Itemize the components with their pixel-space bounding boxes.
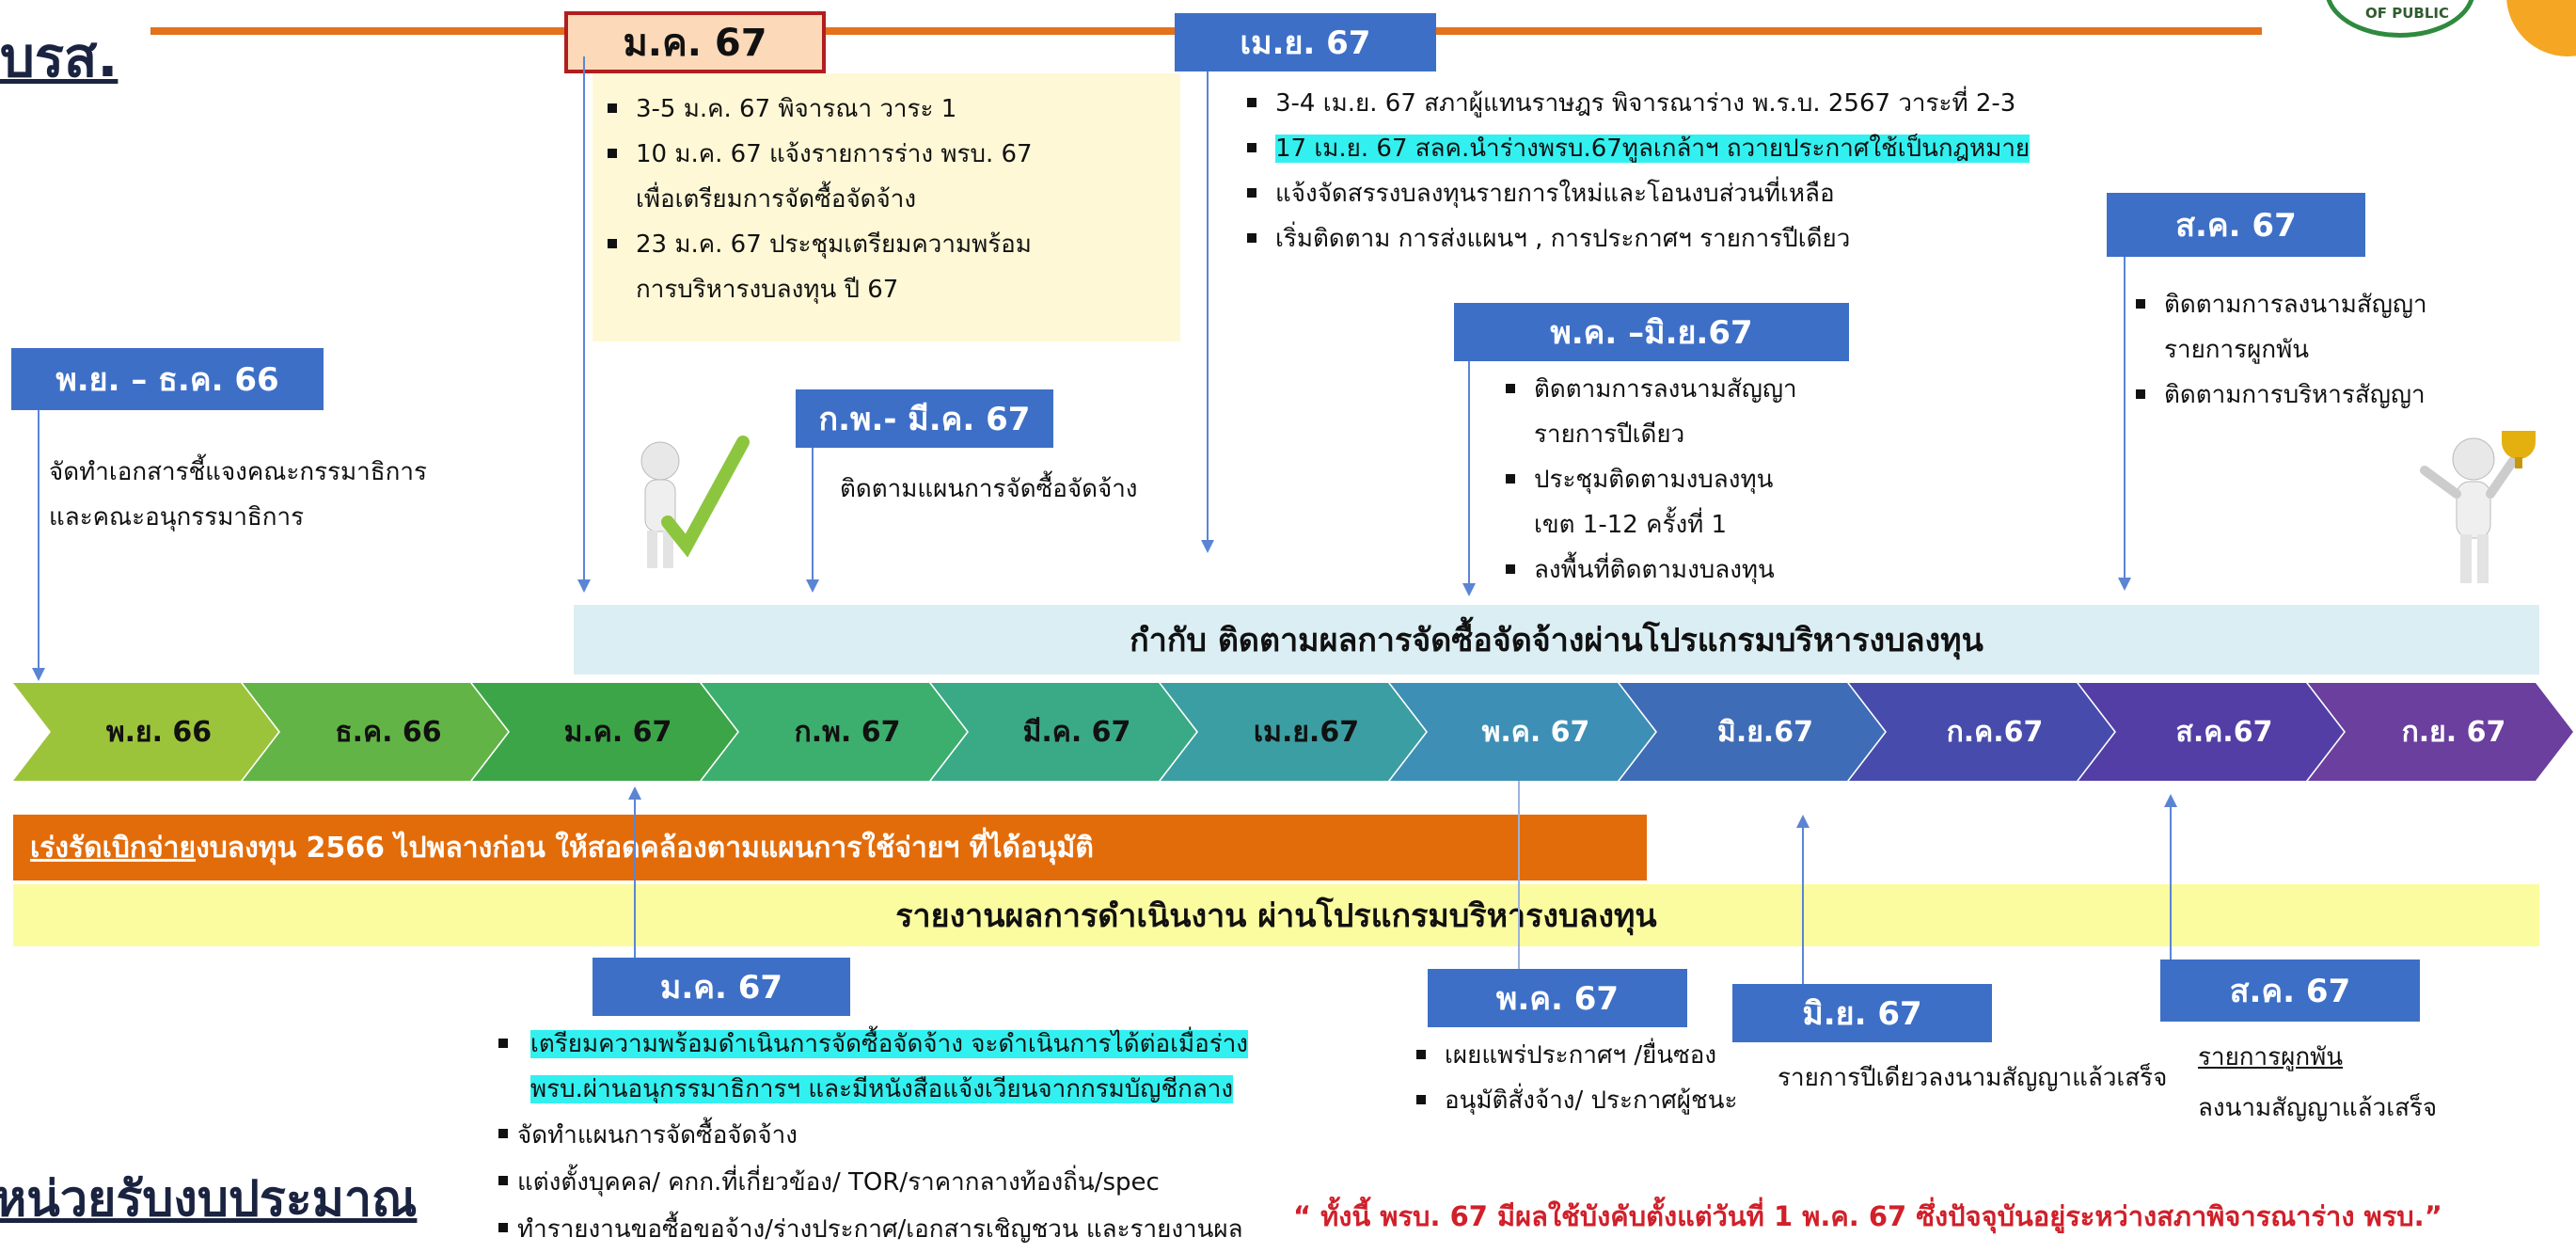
- timeline-month: มิ.ย.67: [1620, 683, 1885, 781]
- list-item-continuation: รายการผูกพัน: [2164, 336, 2309, 364]
- arrowhead: [1796, 815, 1810, 828]
- feb-text: ติดตามแผนการจัดซื้อจัดจ้าง: [840, 475, 1138, 503]
- arrowhead: [32, 668, 45, 681]
- jun-text: รายการปีเดียวลงนามสัญญาแล้วเสร็จ: [1778, 1064, 2168, 1092]
- list-item: เริ่มติดตาม การส่งแผนฯ , การประกาศฯ รายก…: [1241, 216, 2576, 262]
- list-item-continuation: การบริหารงบลงทุน ปี 67: [636, 276, 899, 304]
- bottom-jun-header: มิ.ย. 67: [1732, 984, 1992, 1042]
- aug-text-line-1: รายการผูกพัน: [2198, 1043, 2343, 1071]
- timeline-month: ก.ค.67: [1849, 683, 2114, 781]
- highlighted-text: 17 เม.ย. 67 สลค.นำร่างพรบ.67ทูลเกล้าฯ ถว…: [1275, 135, 2031, 163]
- orange-band-underlined: เร่งรัดเบิกจ่าย: [30, 831, 197, 864]
- list-item: 3-5 ม.ค. 67 พิจารณา วาระ 1: [602, 87, 1176, 132]
- top-aug-header: ส.ค. 67: [2107, 193, 2365, 257]
- connector-arrow: [38, 410, 40, 669]
- top-nov-header: พ.ย. – ธ.ค. 66: [11, 348, 324, 410]
- highlighted-text: เตรียมความพร้อมดำเนินการจัดซื้อจัดจ้าง จ…: [530, 1030, 1249, 1058]
- timeline-month: เม.ย.67: [1161, 683, 1426, 781]
- timeline-month: ก.พ. 67: [702, 683, 967, 781]
- effective-date-note: “ ทั้งนี้ พรบ. 67 มีผลใช้บังคับตั้งแต่วั…: [1293, 1200, 2442, 1232]
- bottom-aug-header: ส.ค. 67: [2160, 960, 2420, 1022]
- bottom-jan-list: เตรียมความพร้อมดำเนินการจัดซื้อจัดจ้าง จ…: [493, 1022, 1414, 1253]
- list-item: 17 เม.ย. 67 สลค.นำร่างพรบ.67ทูลเกล้าฯ ถว…: [1241, 126, 2576, 171]
- trophy-figure-icon: [2420, 431, 2536, 583]
- arrowhead: [577, 579, 591, 593]
- top-jan-header: ม.ค. 67: [564, 11, 826, 73]
- connector-arrow: [2170, 807, 2172, 965]
- list-item: ทำรายงานขอซื้อขอจ้าง/ร่างประกาศ/เอกสารเช…: [493, 1206, 1414, 1253]
- timeline-month: พ.ค. 67: [1390, 683, 1655, 781]
- top-feb-header: ก.พ.- มี.ค. 67: [796, 389, 1053, 448]
- arrowhead: [806, 579, 819, 593]
- list-item: ประชุมติดตามงบลงทุน: [1500, 457, 1895, 502]
- arrowhead: [1462, 583, 1476, 596]
- orange-corner-shape: [2506, 0, 2576, 56]
- checkmark-figure-icon: [640, 436, 750, 568]
- list-item: ติดตามการลงนามสัญญา: [1500, 367, 1895, 412]
- report-band: รายงานผลการดำเนินงาน ผ่านโปรแกรมบริหารงบ…: [13, 884, 2539, 946]
- top-jan-list: 3-5 ม.ค. 67 พิจารณา วาระ 1 10 ม.ค. 67 แจ…: [602, 87, 1176, 312]
- top-apr-header: เม.ย. 67: [1175, 13, 1436, 71]
- seal-text: OF PUBLIC: [2365, 5, 2449, 22]
- connector-arrow: [634, 800, 636, 960]
- timeline-month: พ.ย. 66: [13, 683, 278, 781]
- timeline-month: ธ.ค. 66: [243, 683, 508, 781]
- list-item-continuation: รายการปีเดียว: [1534, 420, 1685, 449]
- arrowhead: [2118, 578, 2131, 591]
- nov-text-line-2: และคณะอนุกรรมาธิการ: [49, 503, 305, 531]
- seal-logo: OF PUBLIC: [2325, 0, 2475, 38]
- list-item: ติดตามการลงนามสัญญา: [2130, 282, 2544, 327]
- top-apr-list: 3-4 เม.ย. 67 สภาผู้แทนราษฎร พิจารณาร่าง …: [1241, 81, 2576, 262]
- supervise-band: กำกับ ติดตามผลการจัดซื้อจัดจ้างผ่านโปรแก…: [574, 605, 2539, 674]
- connector-arrow: [1468, 361, 1470, 585]
- connector-arrow: [1802, 828, 1804, 986]
- page-title-top: บรส.: [0, 25, 119, 89]
- list-item-continuation: เพื่อเตรียมการจัดซื้อจัดจ้าง: [636, 185, 917, 214]
- arrowhead: [1201, 540, 1214, 553]
- bottom-may-header: พ.ค. 67: [1428, 969, 1687, 1027]
- timeline-month: ก.ย. 67: [2308, 683, 2573, 781]
- bottom-may-list: เผยแพร่ประกาศฯ /ยื่นซอง อนุมัติสั่งจ้าง/…: [1411, 1033, 1806, 1123]
- connector-arrow: [1207, 71, 1209, 542]
- timeline-month: ม.ค. 67: [472, 683, 737, 781]
- list-item: แจ้งจัดสรรงบลงทุนรายการใหม่และโอนงบส่วนท…: [1241, 171, 2576, 216]
- connector-arrow: [2124, 257, 2126, 579]
- list-item: แต่งตั้งบุคคล/ คกก.ที่เกี่ยวข้อง/ TOR/รา…: [493, 1159, 1414, 1206]
- top-aug-list: ติดตามการลงนามสัญญา รายการผูกพัน ติดตามก…: [2130, 282, 2544, 418]
- connector-arrow: [1518, 781, 1520, 969]
- orange-band-text: งบลงทุน 2566 ไปพลางก่อน ให้สอดคล้องตามแผ…: [196, 831, 1094, 864]
- connector-arrow: [583, 56, 585, 581]
- list-item: จัดทำแผนการจัดซื้อจัดจ้าง: [493, 1112, 1414, 1159]
- top-may-header: พ.ค. –มิ.ย.67: [1454, 303, 1849, 361]
- list-item: เผยแพร่ประกาศฯ /ยื่นซอง: [1411, 1033, 1806, 1078]
- list-item-continuation: พรบ.ผ่านอนุกรรมาธิการฯ และมีหนังสือแจ้งเ…: [493, 1067, 1414, 1112]
- list-item: เตรียมความพร้อมดำเนินการจัดซื้อจัดจ้าง จ…: [493, 1022, 1414, 1067]
- list-item-continuation: เขต 1-12 ครั้งที่ 1: [1534, 511, 1728, 539]
- list-item: ลงพื้นที่ติดตามงบลงทุน: [1500, 547, 1895, 593]
- list-item: 23 ม.ค. 67 ประชุมเตรียมความพร้อม: [602, 222, 1176, 267]
- orange-band: เร่งรัดเบิกจ่าย งบลงทุน 2566 ไปพลางก่อน …: [13, 815, 1647, 880]
- list-item: อนุมัติสั่งจ้าง/ ประกาศผู้ชนะ: [1411, 1078, 1806, 1123]
- arrowhead: [628, 786, 641, 800]
- top-jan-panel: [593, 73, 1180, 341]
- nov-text-line-1: จัดทำเอกสารชี้แจงคณะกรรมาธิการ: [49, 458, 427, 486]
- list-item: 3-4 เม.ย. 67 สภาผู้แทนราษฎร พิจารณาร่าง …: [1241, 81, 2576, 126]
- bottom-jan-header: ม.ค. 67: [593, 958, 850, 1016]
- timeline-month: ส.ค.67: [2078, 683, 2344, 781]
- list-item: ติดตามการบริหารสัญญา: [2130, 373, 2544, 418]
- highlighted-text: พรบ.ผ่านอนุกรรมาธิการฯ และมีหนังสือแจ้งเ…: [530, 1075, 1234, 1103]
- arrowhead: [2164, 794, 2177, 807]
- page-title-bottom: หน่วยรับงบประมาณ: [0, 1171, 418, 1228]
- list-item: 10 ม.ค. 67 แจ้งรายการร่าง พรบ. 67: [602, 132, 1176, 177]
- connector-arrow: [812, 448, 814, 581]
- timeline-month: มี.ค. 67: [931, 683, 1196, 781]
- aug-text-line-2: ลงนามสัญญาแล้วเสร็จ: [2198, 1094, 2438, 1122]
- top-may-list: ติดตามการลงนามสัญญา รายการปีเดียว ประชุม…: [1500, 367, 1895, 593]
